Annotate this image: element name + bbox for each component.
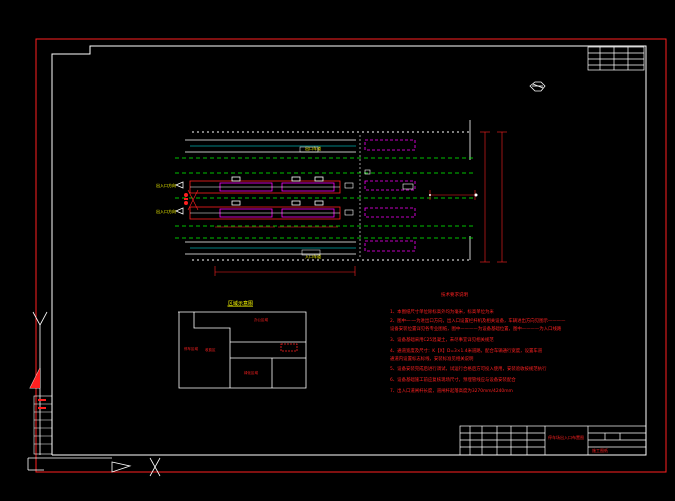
zone-top: 办公区域: [254, 317, 268, 322]
legend-title: 区域示意图: [228, 300, 253, 307]
zone-left: 停车区域: [184, 346, 198, 351]
note-line-6: 通道内设置标志标线，安装标准见相关说明: [390, 355, 474, 362]
revision-table: [587, 46, 645, 71]
sheet-outer-border: [35, 38, 667, 473]
toll-booth-upper: [189, 176, 341, 194]
dimension-lines: [214, 131, 507, 276]
title-block-sheet: 施工图纸: [592, 447, 608, 453]
note-line-5: 4、通道宽度及尺寸：K【X】D=3×1.4米道路，配合车辆通行宽度，设置车道: [390, 347, 543, 354]
notes-title: 技术要求说明: [441, 291, 468, 298]
note-line-2: 2、图中一·一为进出口方向，出入口设置栏杆机及相关设备，车辆进出方向见图示———…: [390, 317, 566, 324]
annotation-boxes: [299, 146, 321, 256]
drawing-frame: [51, 45, 647, 456]
area-map: 区域示意图 停车区域 收费区 办公区域 绿化区域: [178, 300, 307, 389]
area-map-highlight: [280, 343, 298, 352]
dimension-marks: [429, 193, 478, 197]
gate-markers: [184, 193, 188, 205]
note-line-1: 1、本图纸尺寸单位除标高外均为毫米，标高单位为米: [390, 308, 494, 315]
entry-label-2: 出入口方向: [156, 208, 176, 214]
north-arrow-icon: [529, 81, 546, 92]
note-line-4: 3、设备基础采用C25混凝土，未尽事宜详见相关规范: [390, 336, 494, 343]
green-guide-lines: [175, 157, 475, 239]
ucs-red-triangle-icon: [30, 368, 40, 388]
side-strip-marks: [38, 399, 46, 409]
area-map-outline: [178, 311, 307, 389]
note-line-3: 设备安装位置详见各专业图纸，图中————为设备基础位置，图中————为入口线路: [390, 325, 562, 332]
technical-notes: 技术要求说明 1、本图纸尺寸单位除标高外均为毫米，标高单位为米 2、图中一·一为…: [390, 291, 566, 394]
zone-center: 收费区: [205, 347, 216, 352]
note-line-8: 6、设备基础施工前应复核现场尺寸，预埋管线应与设备安装配合: [390, 376, 516, 383]
toll-booth-lower: [189, 200, 341, 220]
lane-label-top: 出口车道: [305, 145, 321, 151]
zone-bottom: 绿化区域: [244, 370, 258, 375]
lane-label-bottom: 入口车道: [305, 253, 321, 259]
note-line-9: 7、出入口道闸杆长度，道闸杆起落高度为3270mm/4240mm: [390, 387, 513, 394]
title-block: [459, 425, 647, 456]
equipment-boxes: [344, 169, 414, 216]
note-line-7: 5、设备安装完成后进行调试，试运行合格后方可投入使用，安装验收按规范执行: [390, 365, 547, 372]
planned-areas: [364, 139, 416, 252]
entry-arrow-icon: [174, 181, 184, 215]
gate-barrier-lines: [187, 189, 199, 211]
title-block-project: 停车场出入口布置图: [548, 434, 584, 440]
entry-label-1: 出入口方向: [156, 182, 176, 188]
site-plan: 出口车道 入口车道: [156, 120, 507, 276]
ucs-icon: [27, 311, 161, 477]
side-title-strip: [33, 395, 53, 455]
